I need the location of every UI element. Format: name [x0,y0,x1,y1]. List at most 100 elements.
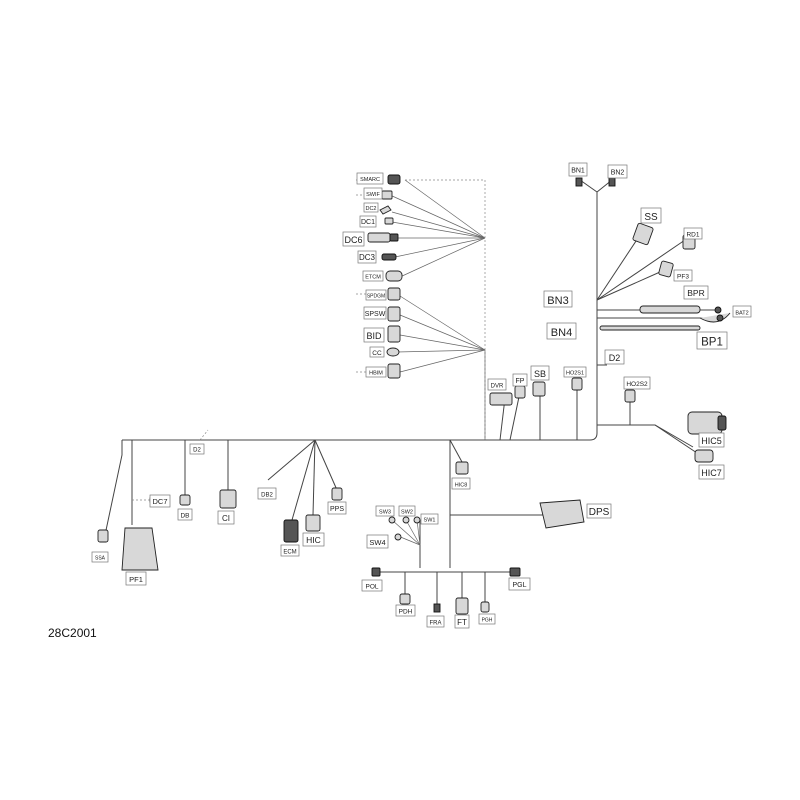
fra-connector [433,603,441,613]
pdh-connector [399,593,411,605]
ft-connector [455,597,469,615]
dps-module [539,499,585,529]
label-box [451,477,471,490]
label-box [363,327,385,343]
label-box [149,494,171,508]
branch-hic [597,424,694,448]
label-ho2s2: HO2S2 [626,381,648,388]
fan-wire [394,237,486,258]
label-pgl: PGL [512,582,526,589]
label-ecm: ECM [283,550,296,556]
label-dc6: DC6 [344,235,362,245]
bat2-cable [699,312,731,323]
bpr-terminal [714,306,722,314]
bn4-cable [599,325,701,331]
sw4-connector [394,533,402,541]
branch-ecm [291,439,316,521]
fan-wire [389,194,486,239]
hic-connector [305,514,321,532]
branch-hic7 [654,424,701,456]
ss-connector [632,222,654,246]
label-box [546,322,577,340]
label-box [125,571,147,586]
label-smarc: SMARC [360,177,380,183]
label-dc1: DC1 [361,219,375,226]
label-box [604,349,625,365]
label-sb: SB [534,369,546,379]
bn2-connector [608,177,616,187]
branch-bn1 [579,179,598,193]
branch-fp [509,391,521,441]
spdgm-connector [387,287,401,301]
label-sw2: SW2 [401,510,413,516]
pf3-connector [658,260,674,278]
ecm-connector [283,519,299,543]
pol-connector [371,567,381,577]
bat2-terminal [716,314,724,322]
sw2-connector [402,516,410,524]
label-boxes: SMARC SWIF DC2 DC1 DC6 DC3 ETCM SPDGM SP… [91,162,752,629]
label-box [366,534,389,549]
label-bn2: BN2 [611,170,625,177]
hbim-connector [387,363,401,379]
fan-wire [396,349,486,353]
label-ho2s1: HO2S1 [566,371,584,377]
main-trunk [122,179,720,456]
fan-wire [399,237,486,278]
label-hic7: HIC7 [701,468,722,478]
leader-d2-left [199,429,209,441]
label-box [487,378,507,391]
dc6-connector [367,232,391,243]
ho2s1-connector [571,377,583,391]
label-box [177,508,193,521]
label-box [398,505,416,517]
label-pps: PPS [330,506,344,513]
label-box [189,443,205,455]
label-box [91,551,109,563]
label-box [530,365,550,381]
label-d2-left: D2 [193,448,201,454]
label-box [363,187,383,200]
fan-wire [391,211,486,239]
dc2-connector [379,205,392,215]
sw3-connector [388,516,396,524]
label-dvr: DVR [491,384,504,390]
branch-rd1 [596,239,686,301]
branch-pps [314,439,338,491]
label-box [478,613,496,625]
label-bn1: BN1 [571,168,585,175]
fan-wire [399,295,486,351]
ho2s2-connector [624,389,636,403]
smarc-connector [387,174,401,185]
label-box [586,503,612,519]
label-ft: FT [457,618,467,627]
main-harness-trunk [122,192,598,441]
hic5-plug [717,415,727,431]
label-etcm: ETCM [365,275,381,281]
pgl-connector [509,567,521,577]
label-pol: POL [365,584,378,591]
label-dc3: DC3 [359,253,376,262]
label-dc7: DC7 [152,497,167,506]
branch-pf3 [596,271,661,301]
bn1-connector [575,177,583,187]
label-box [732,305,752,318]
fan-wire [399,349,486,373]
label-box [327,501,347,515]
label-hbim: HBIM [369,371,383,377]
label-box [395,604,416,617]
dc3-connector [381,253,397,261]
dc1-connector [384,217,394,225]
label-pgh: PGH [482,618,493,624]
label-box [426,615,445,628]
label-spdgm: SPDGM [367,294,385,300]
label-cc: CC [372,350,382,357]
label-box [512,373,528,387]
branch-sw1 [416,519,421,546]
pf1-fuse-box [121,527,159,571]
bid-connector [387,325,401,343]
branch-sw4 [397,535,421,546]
branch-db2 [267,439,316,481]
dvr-connector [489,392,513,406]
